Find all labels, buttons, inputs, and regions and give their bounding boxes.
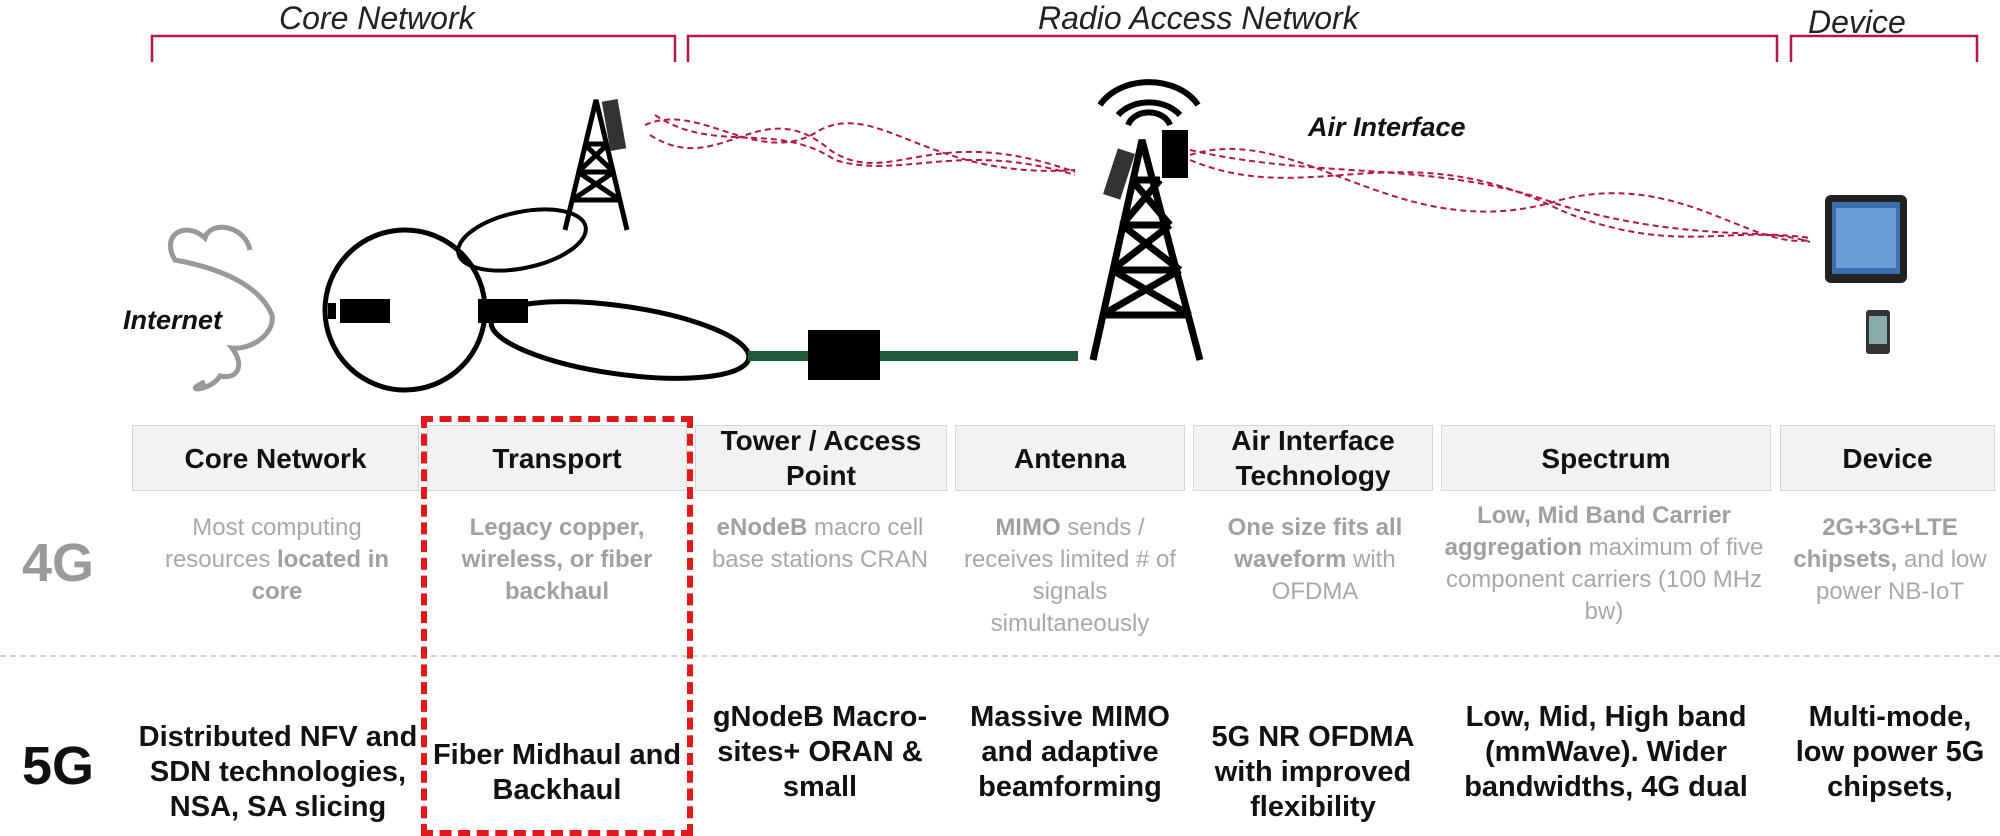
air-interface-label: Air Interface (1308, 112, 1466, 142)
network-diagram (167, 79, 1907, 393)
header-transport: Transport (427, 425, 687, 491)
antenna-panel-left-icon (1103, 148, 1135, 200)
cell-4g-antenna: MIMO sends / receives limited # of signa… (963, 514, 1177, 637)
header-tower-access-point: Tower / Access Point (695, 425, 947, 491)
signal-arcs-icon (1097, 79, 1201, 127)
cell-5g-transport: Fiber Midhaul and Backhaul (432, 739, 682, 806)
row-divider (0, 655, 2000, 657)
internet-cloud-icon (167, 224, 275, 392)
cell-4g-core-network: Most computing resources located in core (164, 514, 390, 605)
section-label-ran: Radio Access Network (1038, 0, 1359, 36)
cell-4g-spectrum: Low, Mid Band Carrier aggregation maximu… (1444, 502, 1764, 625)
cell-5g-air-interface: 5G NR OFDMA with improved flexibility (1211, 721, 1415, 823)
wireless-wave-left (644, 114, 1076, 176)
backhaul-loop (488, 299, 752, 381)
header-device: Device (1780, 425, 1995, 491)
section-brackets (150, 34, 1979, 62)
phone-icon (1866, 310, 1890, 354)
cell-5g-antenna: Massive MIMO and adaptive beamforming (970, 701, 1170, 803)
cell-5g-spectrum: Low, Mid, High band (mmWave). Wider band… (1464, 701, 1748, 803)
cell-4g-transport: Legacy copper, wireless, or fiber backha… (461, 514, 653, 605)
device-bracket (1789, 34, 1979, 62)
section-label-device: Device (1808, 4, 1906, 40)
main-tower-icon (1089, 139, 1204, 361)
core-network-bracket (150, 34, 677, 62)
section-label-core-network: Core Network (279, 0, 475, 36)
cell-4g-device: 2G+3G+LTE chipsets, and low power NB-IoT (1793, 514, 1987, 605)
cell-5g-device: Multi-mode, low power 5G chipsets, (1795, 701, 1985, 803)
cell-5g-core-network: Distributed NFV and SDN technologies, NS… (138, 721, 418, 823)
header-air-interface-technology: Air Interface Technology (1193, 425, 1433, 491)
cell-4g-tower: eNodeB macro cell base stations CRAN (711, 514, 929, 573)
ran-bracket (686, 34, 1779, 62)
internet-label: Internet (123, 305, 223, 335)
cell-5g-tower: gNodeB Macro-sites+ ORAN & small (712, 701, 928, 803)
cell-4g-air-interface: One size fits all waveform with OFDMA (1227, 514, 1403, 605)
header-core-network: Core Network (132, 425, 419, 491)
antenna-panel-right-icon (1162, 130, 1188, 178)
wireless-link-loop (456, 207, 588, 273)
air-interface-wave (1189, 148, 1811, 243)
router-left-icon (340, 299, 390, 323)
header-antenna: Antenna (955, 425, 1185, 491)
transport-highlight-box (421, 416, 693, 836)
fiber-node-icon (808, 330, 880, 380)
tablet-icon (1825, 195, 1907, 283)
small-tower-icon (562, 99, 630, 231)
row-label-5g: 5G (22, 736, 95, 796)
row-label-4g: 4G (22, 533, 95, 593)
header-spectrum: Spectrum (1441, 425, 1771, 491)
